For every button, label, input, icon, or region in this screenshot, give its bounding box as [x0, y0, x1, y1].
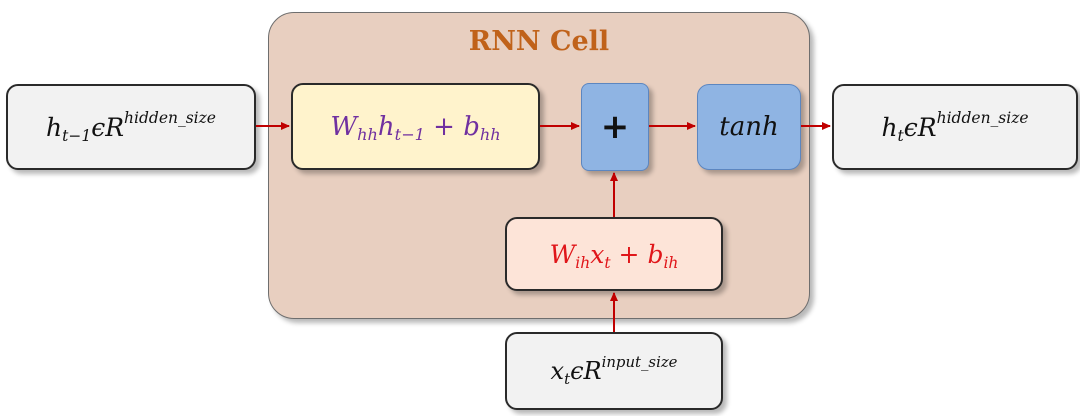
input-linear-box: Wihxt + bih [505, 217, 723, 291]
tanh-activation-node: tanh [697, 84, 801, 170]
tanh-label: tanh [719, 112, 779, 142]
input-linear-formula: Wihxt + bih [549, 239, 679, 272]
input-x-box: xtϵRinput_size [505, 332, 723, 410]
hidden-linear-box: Whhht−1 + bhh [291, 83, 540, 170]
previous-hidden-state-box: ht−1ϵRhidden_size [6, 84, 256, 170]
cell-title: RNN Cell [468, 26, 610, 57]
current-hidden-state-box: htϵRhidden_size [832, 84, 1078, 170]
current-hidden-state-label: htϵRhidden_size [881, 109, 1029, 145]
sum-node: + [581, 83, 649, 171]
input-x-label: xtϵRinput_size [550, 353, 678, 389]
hidden-linear-formula: Whhht−1 + bhh [330, 111, 501, 145]
plus-symbol: + [600, 107, 630, 147]
previous-hidden-state-label: ht−1ϵRhidden_size [46, 109, 216, 145]
